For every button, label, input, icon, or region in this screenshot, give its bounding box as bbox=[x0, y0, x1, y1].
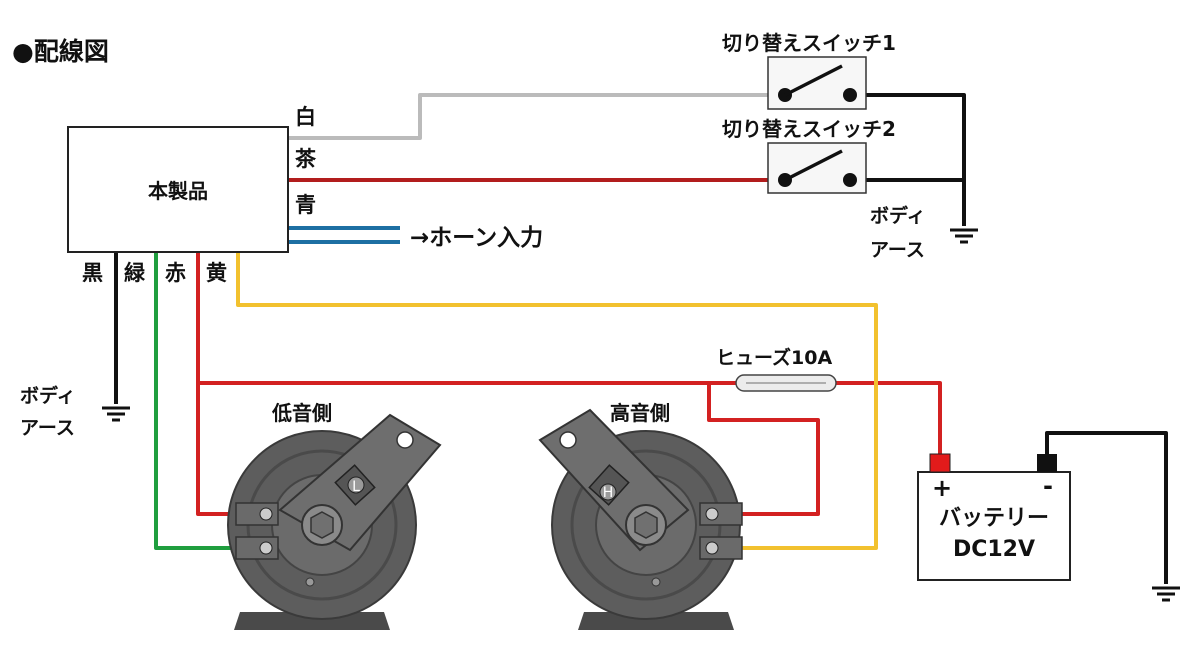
ground-right-label-1: ボディ bbox=[870, 204, 926, 227]
ground-battery-icon bbox=[1150, 586, 1182, 602]
ground-right-icon bbox=[948, 228, 980, 244]
horn-input-label: →ホーン入力 bbox=[410, 225, 543, 251]
fuse-label: ヒューズ10A bbox=[716, 346, 832, 369]
unit-box bbox=[67, 126, 289, 253]
switch-2-label: 切り替えスイッチ2 bbox=[722, 117, 896, 141]
switch-1-label: 切り替えスイッチ1 bbox=[722, 31, 896, 55]
unit-label: 本製品 bbox=[148, 179, 208, 203]
green-wire-label: 緑 bbox=[124, 261, 146, 285]
white-wire-label: 白 bbox=[295, 105, 316, 129]
ground-right-label-2: アース bbox=[870, 239, 925, 261]
black-wire-label: 黒 bbox=[82, 261, 103, 285]
battery-icon bbox=[917, 453, 1071, 581]
diagram-title: ●配線図 bbox=[12, 37, 109, 66]
battery-minus-label: - bbox=[1043, 472, 1053, 500]
red-wire-label: 赤 bbox=[165, 261, 186, 285]
yellow-wire bbox=[236, 252, 878, 550]
low-horn-icon bbox=[227, 413, 442, 630]
yellow-wire-label: 黄 bbox=[206, 261, 227, 285]
high-horn-icon bbox=[538, 408, 743, 630]
fuse-icon bbox=[735, 374, 837, 392]
battery-label: バッテリー bbox=[939, 506, 1049, 531]
low-horn-mark: L bbox=[352, 479, 360, 495]
high-horn-label: 高音側 bbox=[610, 401, 670, 425]
ground-left-label-1: ボディ bbox=[20, 384, 76, 407]
blue-wire-label: 青 bbox=[295, 193, 316, 217]
battery-ground-wire bbox=[1045, 431, 1168, 584]
ground-left-icon bbox=[100, 406, 132, 422]
low-horn-label: 低音側 bbox=[271, 401, 332, 425]
ground-left-label-2: アース bbox=[20, 417, 75, 439]
green-wire bbox=[154, 252, 238, 550]
white-wire bbox=[288, 93, 785, 140]
switch-1 bbox=[767, 56, 867, 110]
battery-voltage-label: DC12V bbox=[953, 537, 1035, 562]
battery-plus-label: + bbox=[932, 474, 952, 502]
red-wire bbox=[196, 252, 942, 516]
switch-ground-wire bbox=[850, 93, 966, 226]
switch-2 bbox=[767, 142, 867, 194]
brown-wire-label: 茶 bbox=[295, 147, 317, 171]
high-horn-mark: H bbox=[603, 485, 614, 501]
